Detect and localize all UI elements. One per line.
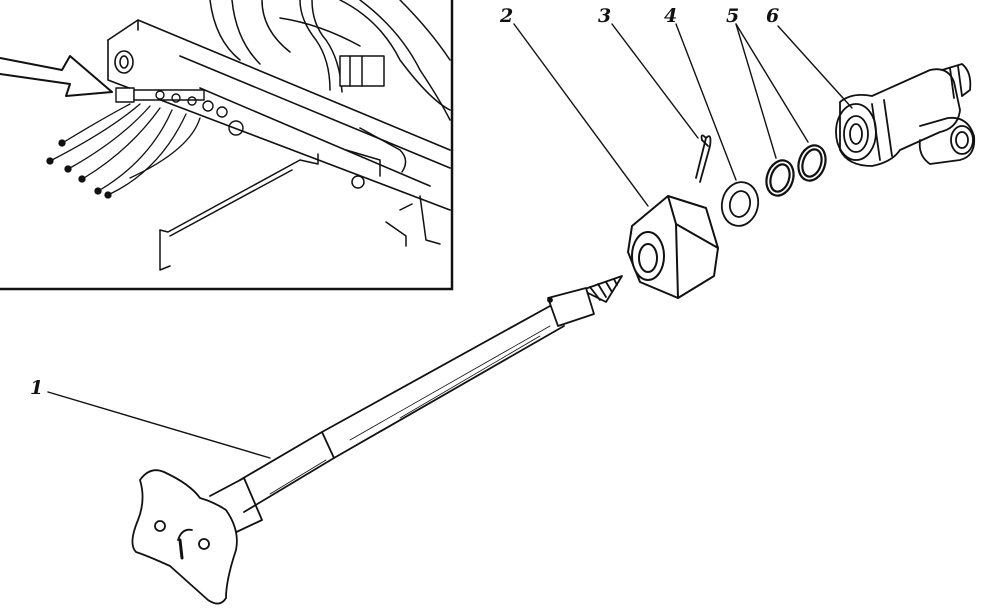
inset-border	[0, 0, 454, 291]
wiring-harness	[46, 103, 201, 199]
leader-1	[47, 391, 271, 459]
pointer-arrow-icon	[0, 55, 113, 97]
leader-2	[513, 23, 649, 207]
part-2-hex-nut	[627, 195, 719, 299]
terminal-block	[115, 87, 244, 136]
part-4-washer	[720, 181, 760, 227]
leader-6	[777, 25, 853, 109]
callout-1: 1	[30, 377, 43, 399]
callout-labels: 1 2 3 4 5 6	[30, 5, 779, 399]
frame-beam	[107, 19, 451, 211]
callout-4: 4	[664, 5, 677, 27]
leader-5a	[735, 23, 777, 159]
leader-5b	[735, 23, 809, 143]
callout-2: 2	[499, 5, 513, 27]
callout-3: 3	[598, 5, 611, 27]
leader-3	[611, 23, 699, 139]
leader-4	[675, 23, 737, 181]
lower-bracket	[159, 127, 441, 271]
inset-machine-detail	[0, 0, 454, 291]
callout-6: 6	[766, 5, 779, 27]
leader-lines	[47, 23, 853, 459]
part-3-cotter-pin	[695, 134, 712, 183]
part-6-tee-fitting	[835, 63, 976, 167]
part-1-adjusting-screw	[131, 275, 623, 605]
hydraulic-lines	[209, 0, 451, 121]
part-5-o-rings	[765, 144, 827, 197]
callout-5: 5	[726, 5, 739, 27]
